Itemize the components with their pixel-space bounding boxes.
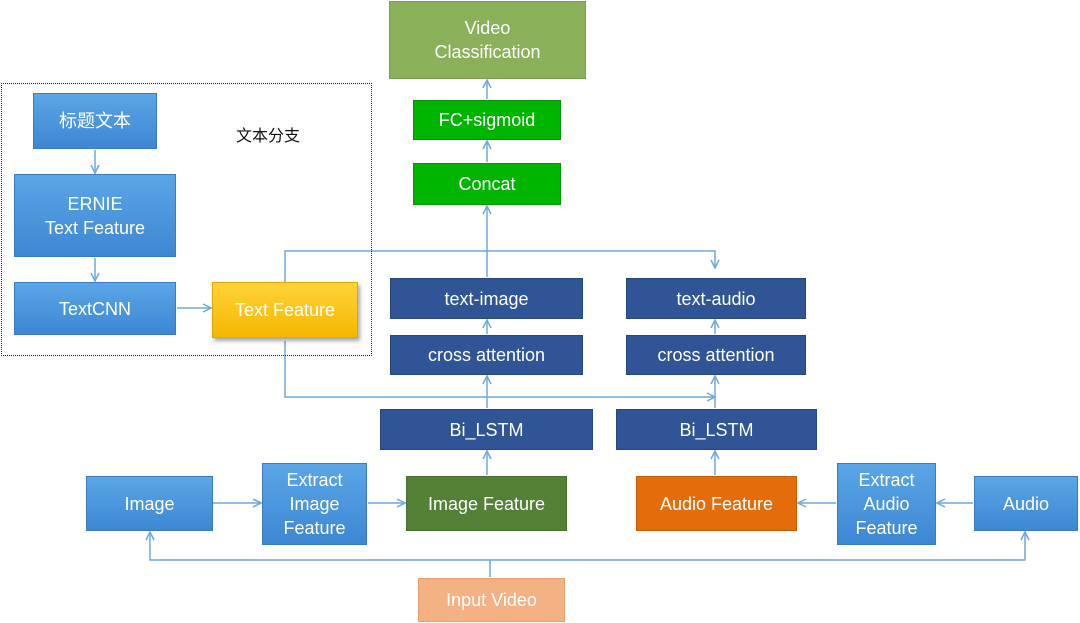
image-feature-node: Image Feature xyxy=(406,476,567,531)
arrow-textfeature-to-attention xyxy=(284,341,715,397)
fc-sigmoid-node: FC+sigmoid xyxy=(413,100,561,140)
cross-attention-audio-node: cross attention xyxy=(626,335,806,375)
title-text-node: 标题文本 xyxy=(33,93,157,149)
extract-image-feature-node: Extract Image Feature xyxy=(262,463,367,545)
text-branch-label: 文本分支 xyxy=(236,126,301,145)
textcnn-node: TextCNN xyxy=(14,282,176,335)
input-video-node: Input Video xyxy=(418,578,565,622)
ernie-node: ERNIE Text Feature xyxy=(14,174,176,257)
bilstm-audio-node: Bi_LSTM xyxy=(616,409,817,450)
concat-node: Concat xyxy=(413,163,561,205)
arrow-inputvideo-to-image xyxy=(150,532,490,561)
arrow-textfeature-to-concat-merge xyxy=(284,250,715,283)
audio-node: Audio xyxy=(974,476,1078,531)
cross-attention-image-node: cross attention xyxy=(390,335,583,375)
text-audio-node: text-audio xyxy=(626,278,806,319)
arrow-inputvideo-to-audio xyxy=(490,532,1025,561)
bilstm-image-node: Bi_LSTM xyxy=(380,409,593,450)
extract-audio-feature-node: Extract Audio Feature xyxy=(837,463,936,545)
text-image-node: text-image xyxy=(390,278,583,319)
text-branch-frame xyxy=(1,83,372,356)
video-classification-node: Video Classification xyxy=(389,1,586,79)
audio-feature-node: Audio Feature xyxy=(636,476,797,531)
image-node: Image xyxy=(86,476,213,531)
text-feature-node: Text Feature xyxy=(212,282,358,338)
